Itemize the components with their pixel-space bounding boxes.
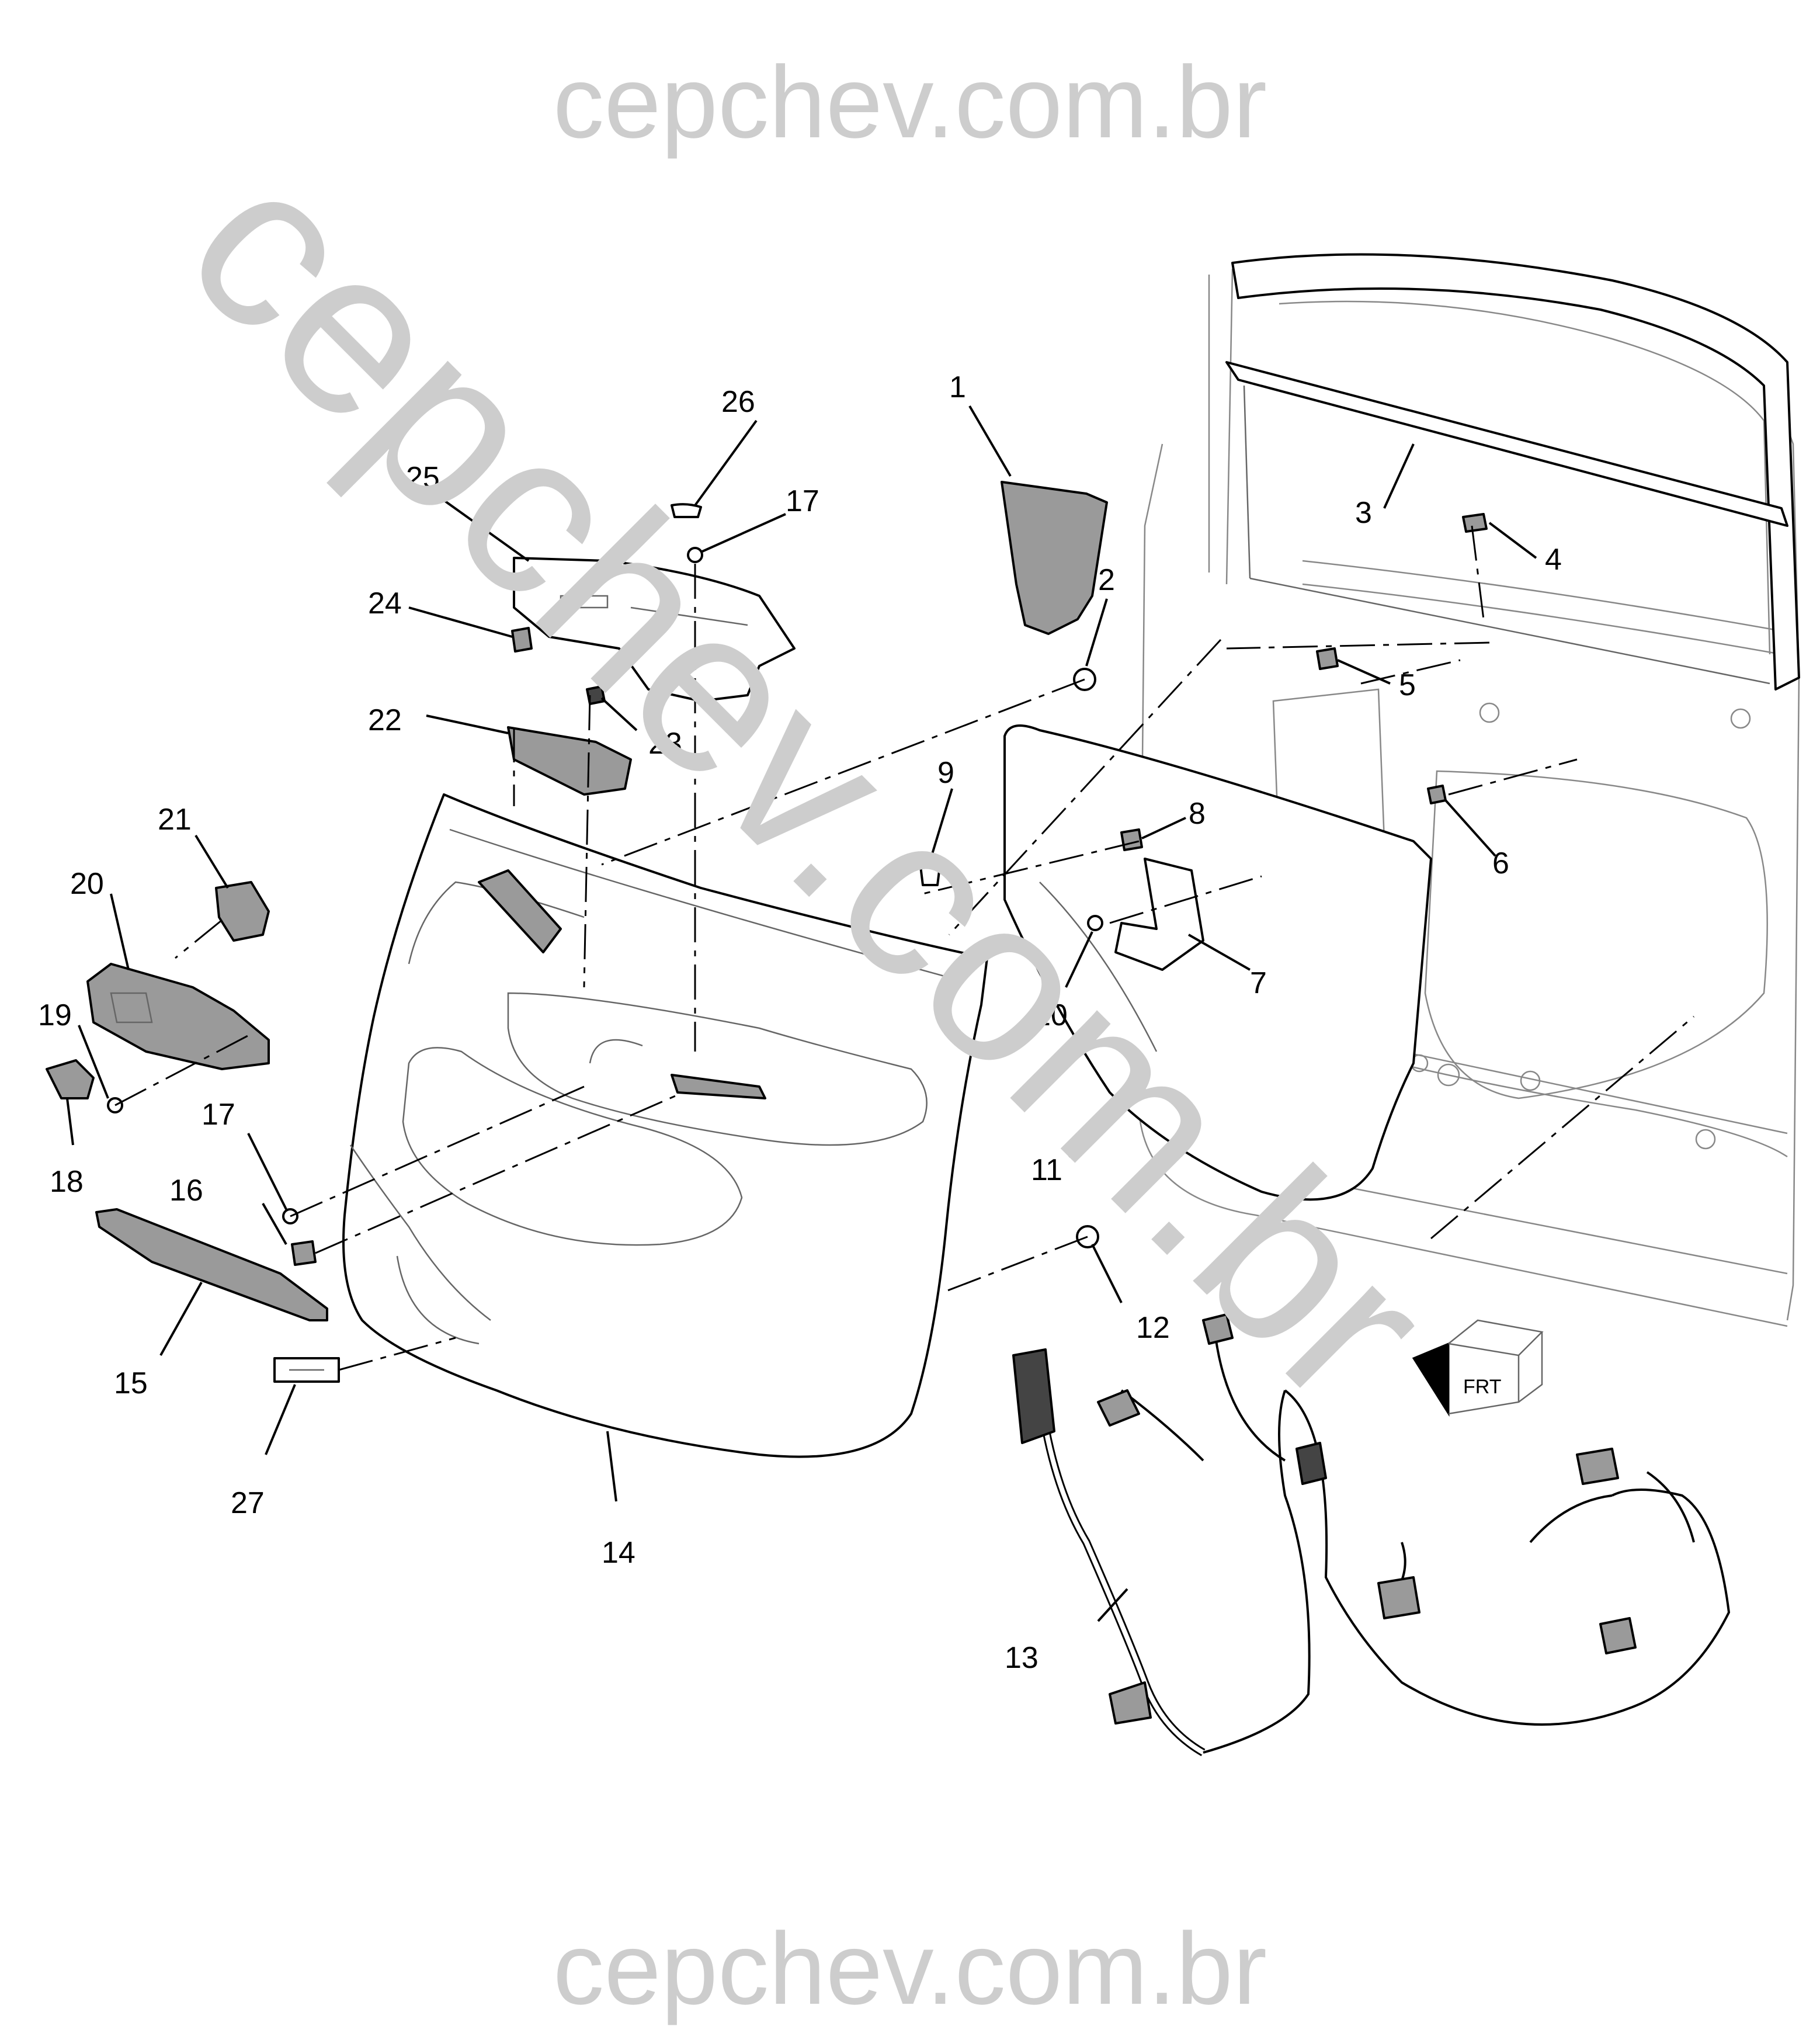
part-26-plug [671,503,702,518]
part-17-screw-upper [687,547,703,563]
part-5-clip [1316,647,1339,670]
part-6-clip [1427,785,1447,804]
callout-13: 13 [1005,1641,1038,1675]
front-direction-indicator: FRT [1412,1319,1544,1417]
callout-7: 7 [1250,966,1267,1000]
arrow-icon [1412,1342,1450,1417]
part-18-cap [46,1059,95,1099]
callout-5: 5 [1399,668,1416,702]
callout-6: 6 [1492,846,1509,880]
callout-11: 11 [1031,1153,1062,1187]
callout-17b: 17 [202,1098,235,1132]
front-direction-label: FRT [1463,1376,1501,1398]
part-25-armrest-bezel [513,557,796,702]
callout-18: 18 [50,1165,84,1199]
callout-2: 2 [1098,563,1115,597]
callout-16: 16 [169,1174,203,1208]
callout-22: 22 [368,703,402,737]
callout-12: 12 [1136,1311,1170,1345]
callout-10: 10 [1034,998,1068,1032]
callout-24: 24 [368,587,402,620]
part-11-deflector-sheet [1003,724,1432,1201]
callout-20: 20 [70,867,104,901]
callout-15: 15 [114,1366,148,1400]
part-15-trim-strip [95,1208,328,1321]
part-4-clip [1462,513,1488,533]
callout-25: 25 [406,461,440,495]
part-8-clip [1120,828,1143,851]
part-21-switch [215,881,270,942]
part-20-handle-bezel [86,963,270,1070]
door-window-frame [1225,253,1800,691]
part-9-retainer [919,861,942,886]
callout-9: 9 [937,756,954,790]
callout-27: 27 [231,1486,265,1520]
assembly-lines [114,525,1694,1371]
callout-26: 26 [721,385,755,419]
callout-1: 1 [949,370,966,404]
watermark-top: cepchev.com.br [553,46,1267,159]
callout-4: 4 [1545,543,1562,577]
part-10-screw [1087,915,1103,931]
callout-21: 21 [158,803,192,837]
leader-lines [66,405,1537,1622]
part-7-bracket [1114,858,1204,971]
watermark-bottom: cepchev.com.br [553,1912,1267,2026]
callout-numbers: 1 2 3 4 5 6 7 8 9 10 11 12 13 14 15 16 1… [38,370,1562,1675]
callout-8: 8 [1189,797,1206,831]
callout-23: 23 [648,727,682,761]
part-24-clip [511,627,533,653]
part-11-fold [1039,882,1158,1052]
part-16-clip [291,1240,317,1266]
part-14-door-trim-panel [342,793,988,1458]
callout-3: 3 [1355,496,1372,530]
callout-14: 14 [602,1536,635,1570]
part-1-deflector [1001,481,1108,635]
part-13-wiring-harness [1012,1313,1731,1757]
callout-17a: 17 [786,484,819,518]
callout-19: 19 [38,998,72,1032]
